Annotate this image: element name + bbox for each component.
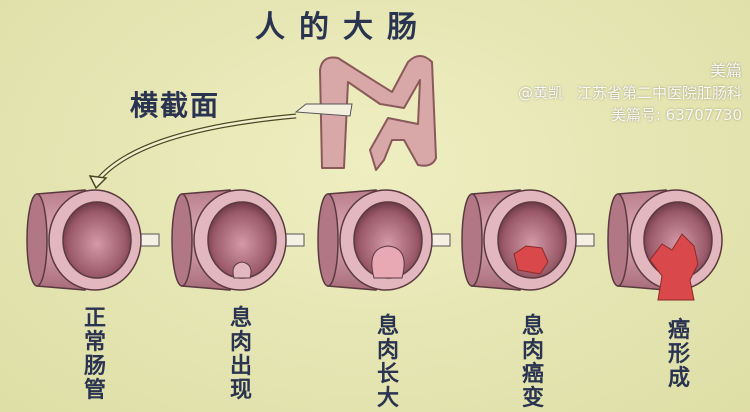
watermark-org: 江苏省第二中医院肛肠科 <box>576 84 742 102</box>
tube-back-end <box>317 193 339 287</box>
intestine-cross-section <box>171 189 305 291</box>
tumor <box>513 245 549 275</box>
cross-section-plane <box>294 103 353 117</box>
intestine-cross-section <box>317 189 451 291</box>
tube-back-end <box>171 193 193 287</box>
tube-back-end <box>607 193 629 287</box>
arrow-icon <box>96 113 297 182</box>
connector <box>575 233 595 247</box>
cross-section-label: 横截面 <box>130 89 221 122</box>
intestine-cross-section <box>461 189 595 291</box>
watermark-id: 美篇号: 63707730 <box>610 106 742 124</box>
polyp <box>232 261 252 279</box>
connector <box>140 233 160 247</box>
page-title: 人的大肠 <box>255 10 431 45</box>
connector <box>431 233 451 247</box>
cross-section-row <box>26 189 723 301</box>
connector <box>285 233 305 247</box>
lumen <box>62 201 132 279</box>
watermark: 美篇 @黄凯 江苏省第二中医院肛肠科 美篇号: 63707730 <box>518 61 742 125</box>
arrow-head-icon <box>88 175 108 190</box>
stage-label: 息肉癌变 <box>521 313 544 411</box>
intestine-cross-section <box>26 189 160 291</box>
watermark-row: @黄凯 江苏省第二中医院肛肠科 <box>518 84 742 102</box>
tumor <box>649 233 699 301</box>
watermark-author: @黄凯 <box>517 84 563 102</box>
tube-back-end <box>26 193 48 287</box>
polyp <box>371 245 405 279</box>
stage-label: 癌形成 <box>667 317 690 391</box>
stage-label: 息肉出现 <box>229 305 252 403</box>
tube-back-end <box>461 193 483 287</box>
intestine-cross-section <box>607 189 723 301</box>
watermark-brand: 美篇 <box>709 61 742 80</box>
stage-label: 正常肠管 <box>83 305 106 403</box>
stage-label: 息肉长大 <box>376 313 399 411</box>
arrow-highlight <box>97 114 297 181</box>
colon-illustration <box>319 55 437 171</box>
